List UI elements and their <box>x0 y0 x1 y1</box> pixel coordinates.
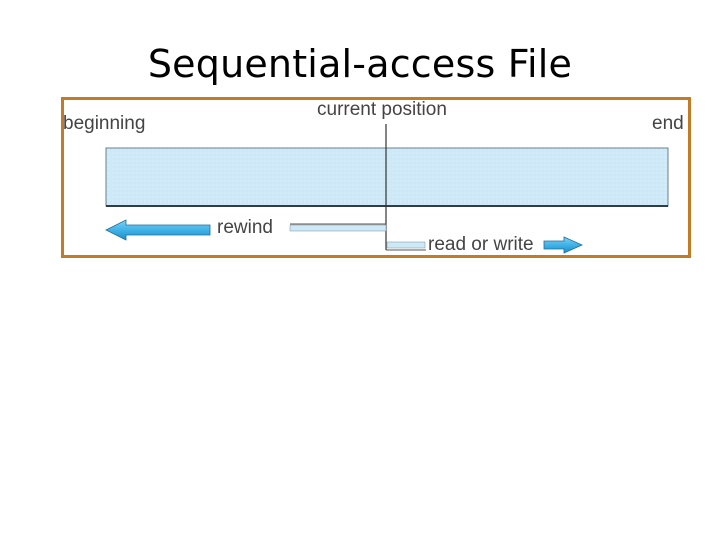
diagram-frame <box>61 97 691 258</box>
rewind-track-fill <box>289 224 387 232</box>
label-rewind: rewind <box>217 217 273 238</box>
file-tape <box>105 147 669 207</box>
slide-title: Sequential-access File <box>147 42 573 86</box>
label-beginning: beginning <box>63 113 146 134</box>
read-write-track-fill <box>386 241 426 249</box>
label-current-position: current position <box>317 99 447 120</box>
label-read-or-write: read or write <box>428 234 534 255</box>
label-end: end <box>652 113 684 134</box>
rewind-arrow <box>105 219 211 241</box>
read-write-arrow <box>543 236 583 254</box>
